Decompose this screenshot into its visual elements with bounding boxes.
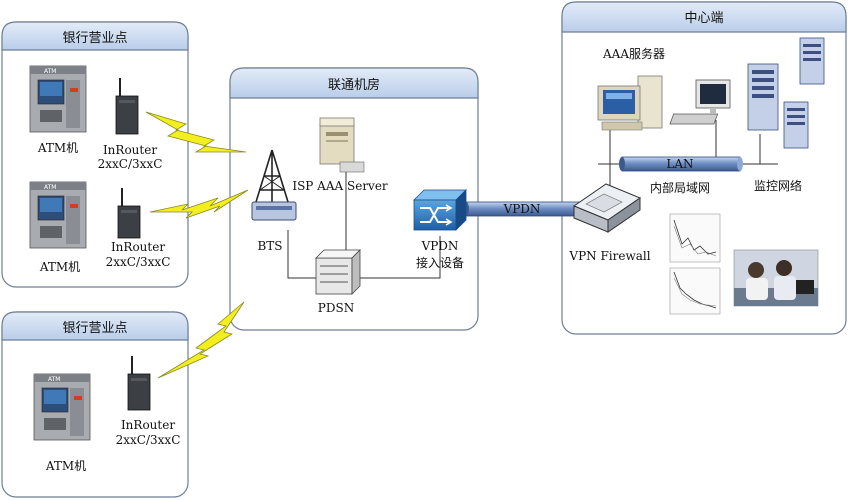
aaa-server-label: AAA服务器 xyxy=(602,46,665,61)
vpn-firewall-icon xyxy=(572,183,642,233)
room-panel: 联通机房 xyxy=(229,67,479,331)
router-label-1-line1: InRouter xyxy=(103,143,157,157)
router-icon xyxy=(115,78,139,135)
router-icon xyxy=(117,188,141,239)
bts-tower-icon xyxy=(251,149,297,221)
pdsn-label: PDSN xyxy=(318,301,354,315)
vpdn-link-label: VPDN xyxy=(503,202,541,216)
atm-label-1: ATM机 xyxy=(37,141,78,155)
bank-panel-bottom: 银行营业点 xyxy=(1,311,189,498)
lan-caption: 内部局域网 xyxy=(650,180,710,195)
room-connections xyxy=(287,172,441,279)
router-icon xyxy=(127,356,151,411)
vpdn-device-label-line1: VPDN xyxy=(421,239,459,253)
vpn-firewall-label: VPN Firewall xyxy=(568,249,650,263)
atm-label-2: ATM机 xyxy=(39,260,80,274)
vpdn-tunnel: VPDN xyxy=(463,201,583,217)
atm-label-3: ATM机 xyxy=(45,459,86,473)
room-panel-title: 联通机房 xyxy=(328,77,380,93)
lan-label: LAN xyxy=(666,157,693,171)
aaa-server-computer-icon xyxy=(597,75,663,131)
center-panel-title: 中心端 xyxy=(684,11,723,26)
vpdn-device-label-line2: 接入设备 xyxy=(416,255,464,270)
router-label-3-line2: 2xxC/3xxC xyxy=(116,433,181,447)
atm-machine-icon: ATM xyxy=(29,181,87,249)
people-photo-image xyxy=(733,249,819,307)
monitoring-server-icon xyxy=(747,63,779,131)
router-label-2-line1: InRouter xyxy=(111,240,165,254)
bts-label: BTS xyxy=(257,239,282,253)
wireless-link-lightning-1 xyxy=(145,111,247,153)
pdsn-server-icon xyxy=(315,249,361,295)
wireless-link-lightning-2 xyxy=(149,189,249,219)
atm-screen-label: ATM xyxy=(44,184,56,191)
isp-aaa-server-icon xyxy=(319,117,365,173)
atm-machine-icon: ATM xyxy=(33,373,91,441)
chart-thumbnail-image xyxy=(669,213,721,263)
router-label-1-line2: 2xxC/3xxC xyxy=(98,157,163,171)
router-label-2-line2: 2xxC/3xxC xyxy=(106,255,171,269)
atm-screen-label: ATM xyxy=(44,68,56,75)
bank-panel-bottom-title: 银行营业点 xyxy=(62,321,127,336)
isp-aaa-server-label: ISP AAA Server xyxy=(292,179,388,193)
lan-bus: LAN xyxy=(619,156,743,172)
wireless-link-lightning-3 xyxy=(157,301,245,379)
atm-screen-label: ATM xyxy=(48,376,60,383)
atm-machine-icon: ATM xyxy=(29,65,87,133)
vpdn-access-device-icon xyxy=(413,189,467,231)
bank-panel-top-title: 银行营业点 xyxy=(62,31,127,46)
monitor-network-label: 监控网络 xyxy=(754,178,802,193)
monitoring-server-icon xyxy=(799,37,825,85)
router-label-3-line1: InRouter xyxy=(121,418,175,432)
monitoring-server-icon xyxy=(783,101,809,149)
workstation-icon xyxy=(669,79,731,125)
chart-thumbnail-image xyxy=(669,267,721,315)
